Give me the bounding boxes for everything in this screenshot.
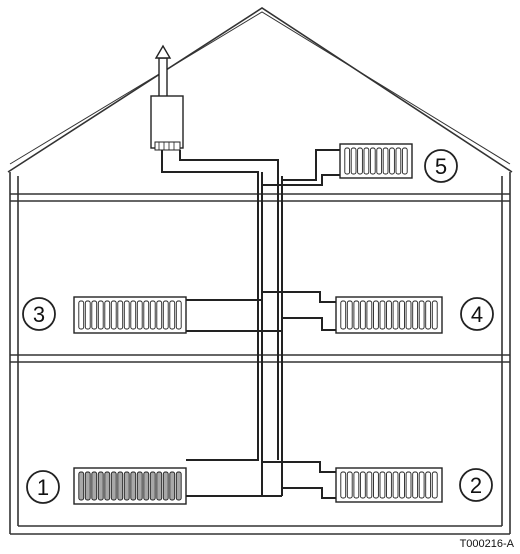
radiator-4-fin <box>379 300 386 330</box>
radiator-1-fin <box>169 471 176 501</box>
radiator-4-fin <box>412 300 419 330</box>
radiator-1-fin <box>91 471 98 501</box>
radiator-2-fin <box>346 471 353 499</box>
radiator-4-fin <box>392 300 399 330</box>
radiator-4-fin <box>346 300 353 330</box>
radiator-4 <box>335 296 443 334</box>
radiator-1-fin <box>136 471 143 501</box>
radiator-3-fin <box>143 300 150 330</box>
radiator-4-fin <box>405 300 412 330</box>
radiator-5-fin <box>382 147 389 175</box>
radiator-5-fin <box>357 147 363 175</box>
label-5: 5 <box>424 149 458 183</box>
radiator-1-fin <box>84 471 91 501</box>
radiator-1-fin <box>117 471 124 501</box>
radiator-3-fin <box>117 300 124 330</box>
radiator-4-fin <box>340 300 347 330</box>
house-outline <box>7 7 513 535</box>
figure-reference: T000216-A <box>459 538 514 550</box>
radiator-2-fin <box>373 471 379 499</box>
radiator-5 <box>339 143 413 179</box>
radiator-2-fin <box>418 471 425 499</box>
radiator-2-fin <box>392 471 399 499</box>
radiator-3-fin <box>169 300 176 330</box>
radiator-4-fin <box>386 300 392 330</box>
radiator-4-fin <box>366 300 373 330</box>
radiator-3-fin <box>97 300 104 330</box>
radiator-4-fin <box>425 300 432 330</box>
radiator-3-fin <box>162 300 169 330</box>
radiator-5-fin <box>376 147 383 175</box>
svg-text:4: 4 <box>471 302 483 327</box>
radiator-1-fin <box>123 471 130 501</box>
radiator-5-fin <box>401 147 408 175</box>
radiator-5-fin <box>344 147 351 175</box>
radiator-1-fin <box>78 471 85 501</box>
radiator-3-fin <box>175 300 182 330</box>
radiator-5-fin <box>350 147 357 175</box>
radiator-1-fin <box>143 471 150 501</box>
radiator-2-fin <box>405 471 412 499</box>
radiator-3-fin <box>130 300 137 330</box>
radiator-2-fin <box>353 471 360 499</box>
radiator-3-fin <box>156 300 163 330</box>
radiator-2-fin <box>366 471 373 499</box>
radiator-3-fin <box>91 300 98 330</box>
radiator-3-fin <box>84 300 91 330</box>
label-3: 3 <box>22 297 56 331</box>
radiator-1-fin <box>162 471 169 501</box>
radiator-4-fin <box>353 300 360 330</box>
radiator-3-fin <box>78 300 85 330</box>
pipes <box>161 149 340 499</box>
radiator-2-fin <box>412 471 419 499</box>
radiator-4-fin <box>399 300 405 330</box>
radiator-1 <box>73 467 187 505</box>
svg-text:2: 2 <box>470 473 482 498</box>
label-2: 2 <box>459 468 493 502</box>
radiator-3-fin <box>136 300 143 330</box>
radiator-2-fin <box>359 471 366 499</box>
radiator-2-fin <box>399 471 405 499</box>
radiator-2-fin <box>431 471 438 499</box>
radiator-4-fin <box>431 300 438 330</box>
radiator-1-fin <box>97 471 104 501</box>
radiator-5-fin <box>389 147 395 175</box>
radiators <box>73 143 443 505</box>
radiator-4-fin <box>359 300 366 330</box>
radiator-2-fin <box>379 471 386 499</box>
number-labels: 1 2 3 4 5 <box>22 149 494 504</box>
radiator-1-fin <box>175 471 182 501</box>
radiator-2-fin <box>425 471 432 499</box>
radiator-3-fin <box>110 300 117 330</box>
radiator-4-fin <box>373 300 379 330</box>
radiator-1-fin <box>110 471 117 501</box>
radiator-2-fin <box>340 471 347 499</box>
svg-text:3: 3 <box>33 302 45 327</box>
radiator-3-fin <box>104 300 111 330</box>
radiator-5-fin <box>369 147 376 175</box>
radiator-4-fin <box>418 300 425 330</box>
radiator-5-fin <box>395 147 402 175</box>
radiator-1-fin <box>104 471 111 501</box>
radiator-2 <box>335 467 443 503</box>
radiator-3-fin <box>149 300 156 330</box>
radiator-1-fin <box>149 471 156 501</box>
svg-text:1: 1 <box>37 475 49 500</box>
radiator-2-fin <box>386 471 392 499</box>
svg-text:5: 5 <box>435 154 447 179</box>
floor-slabs <box>10 193 510 363</box>
label-4: 4 <box>460 297 494 331</box>
radiator-1-fin <box>156 471 163 501</box>
radiator-3-fin <box>123 300 130 330</box>
radiator-3 <box>73 296 187 334</box>
boiler <box>150 44 184 151</box>
radiator-5-fin <box>363 147 370 175</box>
radiator-1-fin <box>130 471 137 501</box>
label-1: 1 <box>26 470 60 504</box>
